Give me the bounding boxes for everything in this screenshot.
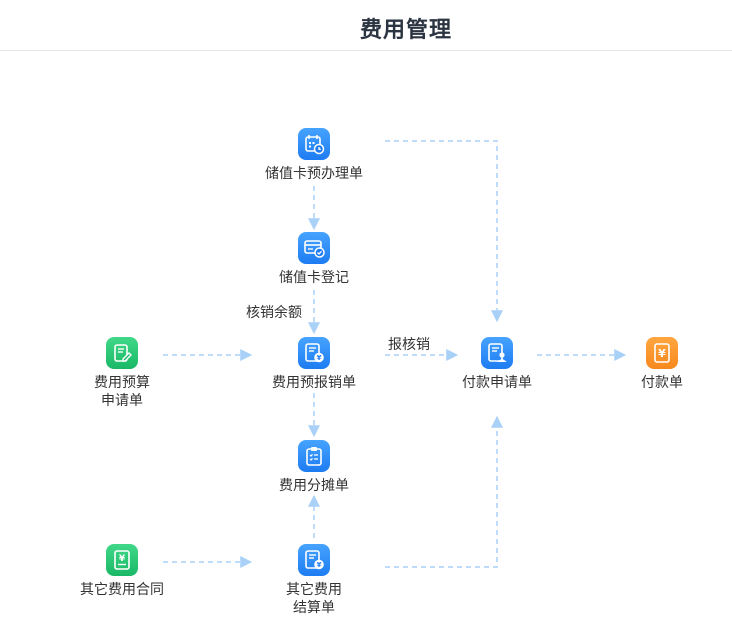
- node-label: 其它费用 结算单: [286, 582, 342, 616]
- node-stored-card-register[interactable]: 储值卡登记: [254, 232, 374, 287]
- document-yen-icon: ¥: [298, 544, 330, 576]
- svg-text:¥: ¥: [317, 561, 322, 569]
- arrow-preprocess-to-payment-request: [385, 140, 503, 323]
- node-label: 费用预报销单: [272, 375, 356, 391]
- node-label: 其它费用合同: [80, 582, 164, 598]
- document-user-icon: [481, 337, 513, 369]
- svg-text:¥: ¥: [658, 347, 666, 360]
- page-title: 费用管理: [359, 18, 452, 43]
- node-payment-request[interactable]: 付款申请单: [447, 337, 547, 392]
- yen-document-icon: ¥: [106, 544, 138, 576]
- yen-document-icon: ¥: [646, 337, 678, 369]
- edge-label-write-off-balance: 核销余额: [246, 305, 302, 321]
- node-other-settlement[interactable]: ¥ 其它费用 结算单: [254, 544, 374, 617]
- edge-label-reimburse-write-off: 报核销: [388, 337, 430, 353]
- arrow-settlement-to-payment-request: [385, 415, 503, 568]
- node-budget-request[interactable]: 费用预算 申请单: [72, 337, 172, 410]
- node-label: 费用预算 申请单: [94, 375, 150, 409]
- svg-text:¥: ¥: [317, 354, 322, 362]
- node-label: 储值卡预办理单: [265, 166, 363, 182]
- document-yen-icon: ¥: [298, 337, 330, 369]
- node-other-contract[interactable]: ¥ 其它费用合同: [62, 544, 182, 599]
- svg-text:¥: ¥: [119, 554, 126, 564]
- clipboard-checklist-icon: [298, 440, 330, 472]
- document-edit-icon: [106, 337, 138, 369]
- node-pre-reimbursement[interactable]: ¥ 费用预报销单: [254, 337, 374, 392]
- calendar-clock-icon: [298, 128, 330, 160]
- card-check-icon: [298, 232, 330, 264]
- node-label: 费用分摊单: [279, 478, 349, 494]
- node-cost-allocation[interactable]: 费用分摊单: [254, 440, 374, 495]
- node-payment-voucher[interactable]: ¥ 付款单: [622, 337, 702, 392]
- node-label: 付款申请单: [462, 375, 532, 391]
- node-label: 储值卡登记: [279, 270, 349, 286]
- node-stored-card-preprocess[interactable]: 储值卡预办理单: [254, 128, 374, 183]
- page-header: 费用管理: [0, 0, 732, 51]
- node-label: 付款单: [641, 375, 683, 391]
